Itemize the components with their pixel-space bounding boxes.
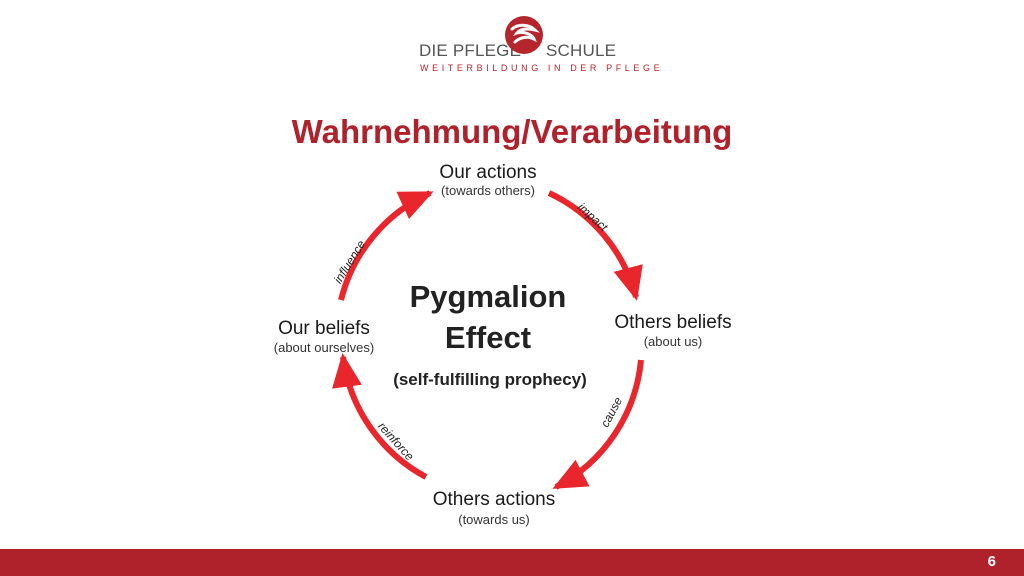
slide-title: Wahrnehmung/Verarbeitung xyxy=(291,113,733,150)
node-bottom-sub: (towards us) xyxy=(458,512,530,527)
logo-tagline: WEITERBILDUNG IN DER PFLEGE xyxy=(420,63,664,73)
node-left-sub: (about ourselves) xyxy=(274,340,374,355)
node-right-sub: (about us) xyxy=(644,334,703,349)
logo-left-word: DIE PFLEGE xyxy=(419,41,522,60)
swirl-logo-icon xyxy=(505,16,543,54)
footer-bar: 6 xyxy=(0,549,1024,576)
header-logo: DIE PFLEGE SCHULE WEITERBILDUNG IN DER P… xyxy=(0,0,1024,90)
arrow-reinforce xyxy=(332,353,428,480)
arrow-influence xyxy=(338,190,434,301)
arrow-label-impact: impact xyxy=(575,200,611,234)
node-top-label: Our actions xyxy=(439,162,536,183)
node-top-sub: (towards others) xyxy=(441,183,535,198)
arrow-impact xyxy=(547,190,643,301)
center-subtitle: (self-fulfilling prophecy) xyxy=(393,370,587,389)
logo-right-word: SCHULE xyxy=(546,41,617,60)
pygmalion-cycle-diagram: impact cause reinforce influence Our act… xyxy=(274,162,732,527)
center-title-line1: Pygmalion xyxy=(410,279,567,314)
page-number: 6 xyxy=(987,553,996,570)
node-right-label: Others beliefs xyxy=(614,312,731,333)
node-bottom-label: Others actions xyxy=(433,489,556,510)
arrow-cause xyxy=(552,359,644,490)
center-title-line2: Effect xyxy=(445,320,531,355)
node-left-label: Our beliefs xyxy=(278,318,370,339)
